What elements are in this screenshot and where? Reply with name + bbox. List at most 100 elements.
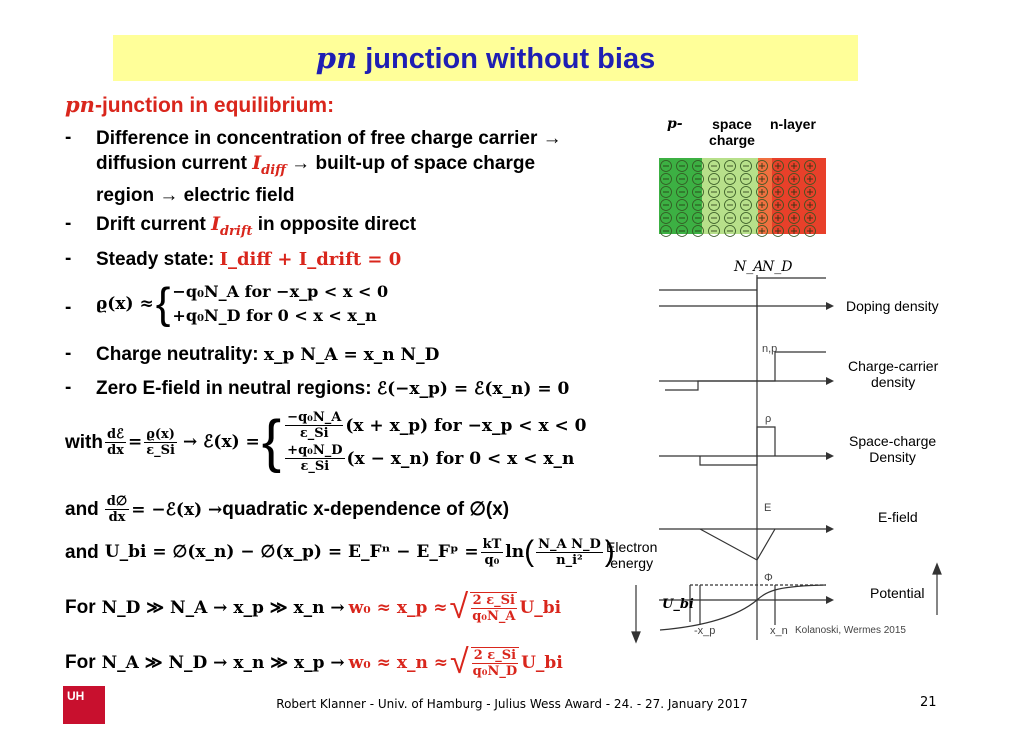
rho-case-2: +q₀N_D for 0 < x < x_n — [172, 306, 377, 325]
for-line-1: For N_D ≫ N_A → x_p ≫ x_n → w₀ ≈ x_p ≈ √… — [65, 588, 562, 626]
rho-cases: −q₀N_A for −x_p < x < 0 +q₀N_D for 0 < x… — [172, 280, 388, 328]
space-charge-label: space charge — [709, 116, 755, 148]
potential-label: Potential — [870, 585, 925, 601]
bullet-dash: - — [65, 343, 72, 364]
rho-case-1: −q₀N_A for −x_p < x < 0 — [172, 282, 389, 301]
footer-text: Robert Klanner - Univ. of Hamburg - Juli… — [276, 697, 748, 711]
donor-symbol — [804, 199, 816, 211]
donor-symbol — [788, 199, 800, 211]
donor-symbol — [772, 225, 784, 237]
acceptor-symbol — [740, 212, 752, 224]
i-diff-sub: diff — [261, 162, 286, 178]
donor-symbol — [756, 225, 768, 237]
bullet-1: Difference in concentration of free char… — [96, 126, 626, 208]
charge-carrier-label: Charge-carrier density — [848, 358, 939, 390]
donor-symbol — [804, 173, 816, 185]
slide-title: pn junction without bias — [316, 41, 655, 76]
bullet-dash: - — [65, 297, 72, 318]
acceptor-symbol — [724, 173, 736, 185]
acceptor-symbol — [724, 225, 736, 237]
donor-symbol — [756, 160, 768, 172]
acceptor-symbol — [708, 225, 720, 237]
i-drift-sub: drift — [219, 223, 253, 239]
acceptor-symbol — [692, 160, 704, 172]
bullet-2: Drift current Idrift in opposite direct — [96, 212, 416, 244]
neutrality-equation: x_p N_A = x_n N_D — [263, 345, 440, 365]
donor-symbol — [772, 186, 784, 198]
acceptor-symbol — [660, 212, 672, 224]
bullet-3-text: Steady state: — [96, 249, 220, 270]
acceptor-symbol — [708, 212, 720, 224]
and-line-2: and U_bi = ∅(x_n) − ∅(x_p) = E_Fⁿ − E_Fᵖ… — [65, 535, 615, 568]
donor-symbol — [788, 212, 800, 224]
efield-lhs: → ℰ(x) = — [182, 432, 260, 452]
rho-fraction: ϱ(x)ε_Si — [144, 426, 177, 458]
acceptor-symbol — [692, 212, 704, 224]
phi-axis-label: Φ — [764, 572, 773, 584]
bullet-6: Zero E-field in neutral regions: ℰ(−x_p)… — [96, 376, 569, 402]
acceptor-symbol — [660, 186, 672, 198]
donor-symbol — [772, 160, 784, 172]
acceptor-symbol — [740, 186, 752, 198]
i-diff-symbol: I — [252, 152, 262, 174]
np-axis-label: n,p — [762, 343, 778, 355]
bullet-1-line-2: diffusion current Idiff → built-up of sp… — [96, 151, 626, 183]
acceptor-symbol — [660, 225, 672, 237]
donor-symbol — [804, 160, 816, 172]
rho-axis-label: ρ — [765, 413, 772, 425]
acceptor-symbol — [676, 186, 688, 198]
bullet-1-line-3: region → electric field — [96, 184, 295, 206]
electron-energy-label: Electron energy — [606, 539, 658, 571]
title-text: junction without bias — [357, 42, 656, 75]
acceptor-symbol — [676, 173, 688, 185]
donor-symbol — [756, 186, 768, 198]
title-math: pn — [315, 40, 358, 75]
rho-lhs: ϱ(x) ≈ — [96, 294, 154, 314]
donor-symbol — [756, 212, 768, 224]
zero-field-equation: ℰ(−x_p) = ℰ(x_n) = 0 — [376, 379, 570, 399]
bullet-1-line-1: Difference in concentration of free char… — [96, 128, 562, 149]
xn-label: x_n — [770, 625, 788, 637]
bullet-4: ϱ(x) ≈ { −q₀N_A for −x_p < x < 0 +q₀N_D … — [96, 280, 388, 328]
acceptor-symbol — [660, 199, 672, 211]
bullet-dash: - — [65, 248, 72, 269]
acceptor-symbol — [724, 160, 736, 172]
steady-state-equation: I_diff + I_drift = 0 — [219, 249, 402, 270]
acceptor-symbol — [660, 160, 672, 172]
space-charge-density-label: Space-charge Density — [849, 433, 937, 465]
bullet-5-text: Charge neutrality: — [96, 344, 264, 365]
xp-label: -x_p — [694, 625, 716, 637]
for-line-2: For N_A ≫ N_D → x_n ≫ x_p → w₀ ≈ x_n ≈ √… — [65, 643, 563, 681]
donor-symbol — [804, 212, 816, 224]
page-number: 21 — [920, 695, 937, 710]
bullet-2-text-a: Drift current — [96, 214, 212, 235]
e-axis-label: E — [764, 502, 772, 514]
university-logo: UH — [63, 686, 105, 724]
acceptor-symbol — [692, 186, 704, 198]
n-layer-label: n-layer — [770, 116, 816, 132]
bullet-dash: - — [65, 377, 72, 398]
donor-symbol — [804, 186, 816, 198]
bullet-1-text-b: → built-up of space charge — [285, 153, 536, 174]
bullet-3: Steady state: I_diff + I_drift = 0 — [96, 247, 401, 272]
bullet-5: Charge neutrality: x_p N_A = x_n N_D — [96, 342, 439, 368]
donor-symbol — [788, 186, 800, 198]
acceptor-symbol — [708, 186, 720, 198]
acceptor-symbol — [692, 225, 704, 237]
nd-label: N_D — [762, 259, 793, 275]
acceptor-symbol — [708, 173, 720, 185]
title-banner: pn junction without bias — [113, 35, 858, 81]
acceptor-symbol — [740, 199, 752, 211]
with-label: with — [65, 431, 103, 453]
subtitle-math: pn — [65, 92, 95, 117]
doping-density-label: Doping density — [846, 298, 939, 314]
bullet-1-text-a: diffusion current — [96, 153, 253, 174]
figure-credit: Kolanoski, Wermes 2015 — [795, 625, 906, 636]
na-label: N_A — [734, 259, 764, 275]
